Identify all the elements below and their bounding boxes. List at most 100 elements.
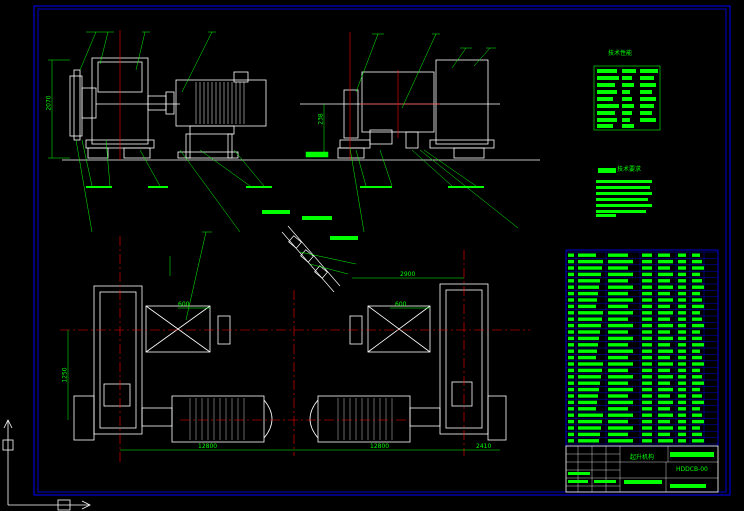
bom-cell-block: [608, 336, 633, 341]
bom-cell-block: [692, 323, 704, 328]
bom-cell-block: [692, 266, 704, 270]
bom-cell-block: [678, 413, 686, 417]
bom-cell-block: [578, 285, 599, 289]
bom-cell-block: [658, 381, 670, 385]
bom-cell-block: [608, 419, 628, 424]
bom-cell-block: [608, 368, 628, 373]
dim-2410: 2410: [476, 443, 492, 450]
bom-cell-block: [678, 259, 686, 264]
bom-cell-block: [608, 323, 633, 328]
bom-cell-block: [692, 432, 702, 437]
bom-cell-block: [642, 298, 652, 302]
bom-cell-block: [642, 419, 652, 424]
bom-cell-block: [642, 317, 652, 321]
bom-cell-block: [692, 394, 702, 398]
bom-cell-block: [658, 375, 673, 379]
parts-list: [565, 249, 719, 447]
dim-12800-right: 12800: [370, 443, 390, 450]
bom-cell-block: [658, 387, 673, 392]
bom-cell-block: [578, 311, 603, 315]
bom-cell-block: [678, 304, 686, 309]
bom-cell-block: [692, 311, 700, 315]
tech-params-title: 技术性能: [608, 50, 633, 57]
bom-cell-block: [568, 439, 574, 443]
bom-cell-block: [678, 336, 686, 341]
bom-cell-block: [678, 279, 686, 283]
bom-cell-block: [658, 330, 670, 334]
dim-2900: 2900: [400, 271, 416, 278]
bom-cell-block: [678, 394, 686, 398]
bom-cell-block: [692, 407, 700, 411]
bom-cell-block: [608, 298, 633, 302]
bom-cell-block: [658, 304, 670, 309]
bom-cell-block: [608, 426, 633, 430]
bom-cell-block: [692, 317, 702, 321]
bom-cell-block: [678, 381, 686, 385]
bom-cell-block: [578, 279, 600, 283]
bom-cell-block: [658, 355, 670, 360]
bom-cell-block: [658, 343, 670, 347]
bom-cell-block: [692, 381, 704, 385]
bom-cell-block: [642, 355, 652, 360]
bom-cell-block: [608, 413, 633, 417]
bom-cell-block: [568, 432, 574, 437]
bom-cell-block: [568, 419, 574, 424]
bom-cell-block: [678, 362, 686, 366]
bom-cell-block: [658, 259, 673, 264]
bom-cell-block: [608, 330, 628, 334]
bom-cell-block: [608, 291, 628, 296]
bom-cell-block: [608, 272, 633, 277]
bom-cell-block: [642, 259, 652, 264]
bom-cell-block: [608, 355, 628, 360]
bom-cell-block: [578, 426, 601, 430]
bom-cell-block: [642, 279, 652, 283]
tech-req-title: 技术要求: [617, 166, 642, 173]
bom-cell-block: [678, 291, 686, 296]
bom-cell-block: [608, 304, 628, 309]
bom-cell-block: [578, 291, 598, 296]
bom-cell-block: [578, 432, 600, 437]
bom-cell-block: [678, 439, 686, 443]
title-block-name: 起升机构: [630, 454, 655, 461]
bom-cell-block: [678, 343, 686, 347]
bom-cell-block: [658, 285, 673, 289]
bom-cell-block: [692, 279, 702, 283]
bom-cell-block: [642, 362, 652, 366]
bom-cell-block: [692, 400, 704, 405]
bom-cell-block: [578, 400, 597, 405]
bom-cell-block: [642, 426, 652, 430]
bom-cell-block: [658, 298, 673, 302]
bom-cell-block: [568, 298, 574, 302]
bom-cell-block: [692, 259, 702, 264]
bom-cell-block: [608, 407, 628, 411]
bom-cell-block: [642, 304, 652, 309]
bom-cell-block: [568, 407, 574, 411]
bom-cell-block: [568, 285, 574, 289]
bom-cell-block: [692, 304, 704, 309]
bom-cell-block: [658, 272, 673, 277]
front-view: [48, 30, 540, 240]
bom-cell-block: [608, 343, 628, 347]
bom-cell-block: [578, 336, 599, 341]
bom-cell-block: [642, 323, 652, 328]
bom-cell-block: [642, 266, 652, 270]
bom-cell-block: [658, 400, 673, 405]
bom-cell-block: [658, 368, 670, 373]
bom-cell-block: [578, 317, 602, 321]
bom-cell-block: [642, 439, 652, 443]
bom-cell-block: [608, 439, 633, 443]
bom-cell-block: [642, 368, 652, 373]
bom-cell-block: [658, 432, 670, 437]
bom-cell-block: [658, 311, 673, 315]
bom-cell-block: [608, 349, 633, 353]
bom-cell-block: [678, 375, 686, 379]
bom-cell-block: [578, 439, 599, 443]
bom-cell-block: [658, 413, 673, 417]
bom-cell-block: [578, 362, 603, 366]
bom-cell-block: [642, 291, 652, 296]
bom-cell-block: [642, 407, 652, 411]
bom-cell-block: [692, 343, 704, 347]
ucs-icon: [2, 419, 91, 511]
bom-cell-block: [658, 407, 670, 411]
